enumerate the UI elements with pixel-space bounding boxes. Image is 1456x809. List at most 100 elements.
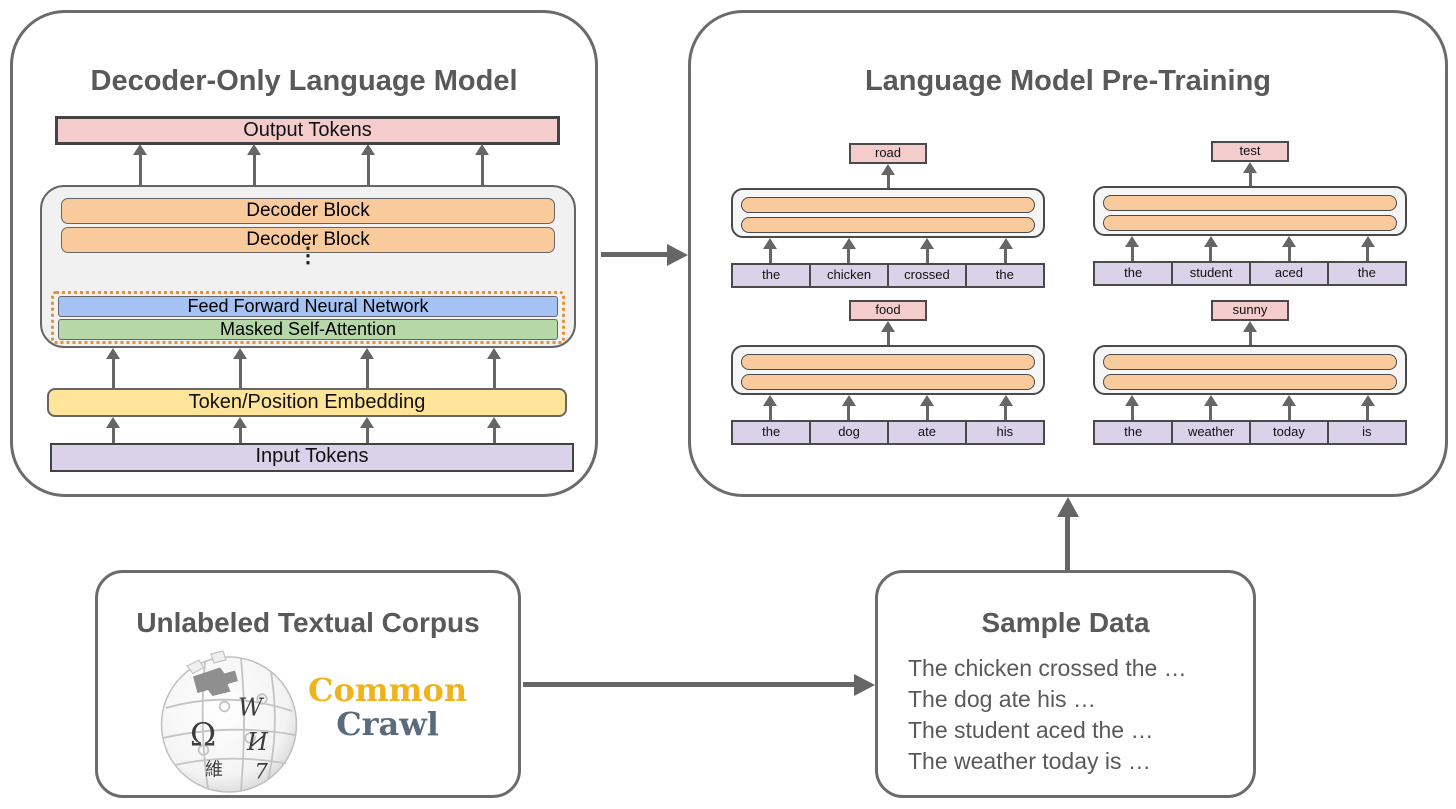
token-cell: his xyxy=(964,420,1045,445)
sample-data-title: Sample Data xyxy=(981,607,1150,638)
arrow-up-icon xyxy=(238,428,242,443)
arrow-up-icon xyxy=(1004,249,1008,263)
mini-model-container xyxy=(1093,345,1407,395)
svg-text:維: 維 xyxy=(205,760,223,781)
token-cell: chicken xyxy=(808,263,890,288)
token-cell: the xyxy=(731,263,812,288)
feed-forward-bar: Feed Forward Neural Network xyxy=(58,296,558,317)
arrow-up-icon xyxy=(1065,517,1070,571)
pretraining-example-1: road the chicken crossed the xyxy=(731,143,1045,289)
token-cell: the xyxy=(964,263,1045,288)
arrow-up-icon xyxy=(366,155,370,185)
sample-data-panel: Sample Data The chicken crossed the … Th… xyxy=(875,570,1256,798)
arrow-up-icon xyxy=(1130,406,1134,420)
pretraining-example-3: food the dog ate his xyxy=(731,300,1045,446)
corpus-panel: Unlabeled Textual Corpus xyxy=(95,570,521,798)
arrow-up-icon xyxy=(925,406,929,420)
model-layer-bar xyxy=(1103,354,1397,370)
decoder-block-1: Decoder Block xyxy=(61,198,555,224)
svg-text:7: 7 xyxy=(255,760,269,784)
arrow-up-icon xyxy=(252,155,256,185)
arrow-up-icon xyxy=(925,249,929,263)
sample-data-lines: The chicken crossed the … The dog ate hi… xyxy=(908,653,1187,777)
model-layer-bar xyxy=(1103,374,1397,390)
arrow-up-icon xyxy=(1287,247,1291,261)
common-crawl-word-1: Common xyxy=(308,671,468,709)
common-crawl-word-2: Crawl xyxy=(336,705,439,743)
prediction-label: sunny xyxy=(1211,300,1289,321)
wikipedia-globe-logo: Ω W И 維 7 xyxy=(160,650,298,793)
arrow-up-icon xyxy=(886,175,890,188)
svg-text:И: И xyxy=(246,728,269,756)
arrow-up-icon xyxy=(1366,247,1370,261)
prediction-label: food xyxy=(849,300,927,321)
token-cell: today xyxy=(1248,420,1330,445)
arrow-up-icon xyxy=(492,359,496,388)
token-row: the chicken crossed the xyxy=(731,263,1045,288)
prediction-label: test xyxy=(1211,141,1289,162)
decoder-model-panel: Decoder-Only Language Model Output Token… xyxy=(10,10,598,497)
token-cell: ate xyxy=(886,420,968,445)
token-cell: is xyxy=(1326,420,1407,445)
pretraining-panel: Language Model Pre-Training road the chi… xyxy=(688,10,1448,497)
token-cell: student xyxy=(1170,261,1252,286)
model-layer-bar xyxy=(741,374,1035,390)
token-row: the dog ate his xyxy=(731,420,1045,445)
decoder-model-title: Decoder-Only Language Model xyxy=(90,65,518,97)
arrow-up-icon xyxy=(768,249,772,263)
arrow-up-icon xyxy=(238,359,242,388)
arrow-up-icon xyxy=(365,359,369,388)
mini-model-container xyxy=(731,345,1045,395)
arrow-up-icon xyxy=(138,155,142,185)
arrow-up-icon xyxy=(1287,406,1291,420)
arrow-up-icon xyxy=(768,406,772,420)
model-layer-bar xyxy=(741,217,1035,233)
decoder-stack-container: Decoder Block Decoder Block ⋮ Feed Forwa… xyxy=(40,185,576,348)
sample-line: The chicken crossed the … xyxy=(908,655,1187,681)
model-layer-bar xyxy=(741,354,1035,370)
arrow-up-icon xyxy=(1366,406,1370,420)
model-layer-bar xyxy=(1103,215,1397,231)
arrow-up-icon xyxy=(480,155,484,185)
arrow-up-icon xyxy=(1248,332,1252,345)
token-cell: the xyxy=(1326,261,1407,286)
mini-model-container xyxy=(731,188,1045,238)
arrow-up-icon xyxy=(111,428,115,443)
arrow-right-icon xyxy=(523,682,854,687)
pretraining-example-4: sunny the weather today is xyxy=(1093,300,1407,446)
model-layer-bar xyxy=(1103,195,1397,211)
token-cell: aced xyxy=(1248,261,1330,286)
arrow-up-icon xyxy=(1130,247,1134,261)
decoder-block-detail-outline: Feed Forward Neural Network Masked Self-… xyxy=(51,291,565,344)
token-cell: crossed xyxy=(886,263,968,288)
mini-model-container xyxy=(1093,186,1407,236)
arrow-up-icon xyxy=(492,428,496,443)
token-cell: the xyxy=(1093,420,1174,445)
arrow-up-icon xyxy=(1209,247,1213,261)
pretraining-example-2: test the student aced the xyxy=(1093,141,1407,287)
decoder-block-2: Decoder Block xyxy=(61,227,555,253)
arrow-up-icon xyxy=(1248,173,1252,186)
token-cell: the xyxy=(1093,261,1174,286)
arrow-up-icon xyxy=(847,249,851,263)
token-row: the weather today is xyxy=(1093,420,1407,445)
token-row: the student aced the xyxy=(1093,261,1407,286)
arrow-up-icon xyxy=(1004,406,1008,420)
output-tokens-bar: Output Tokens xyxy=(55,116,560,145)
sample-line: The dog ate his … xyxy=(908,686,1096,712)
token-position-embedding-bar: Token/Position Embedding xyxy=(47,388,567,417)
masked-self-attention-bar: Masked Self-Attention xyxy=(58,319,558,340)
model-layer-bar xyxy=(741,197,1035,213)
token-cell: dog xyxy=(808,420,890,445)
token-cell: the xyxy=(731,420,812,445)
arrow-up-icon xyxy=(886,332,890,345)
sample-line: The student aced the … xyxy=(908,717,1154,743)
arrow-up-icon xyxy=(1209,406,1213,420)
pretraining-title: Language Model Pre-Training xyxy=(864,65,1272,97)
arrow-up-icon xyxy=(365,428,369,443)
vertical-ellipsis: ⋮ xyxy=(297,244,319,267)
corpus-title: Unlabeled Textual Corpus xyxy=(136,607,480,638)
input-tokens-bar: Input Tokens xyxy=(50,443,574,472)
prediction-label: road xyxy=(849,143,927,164)
